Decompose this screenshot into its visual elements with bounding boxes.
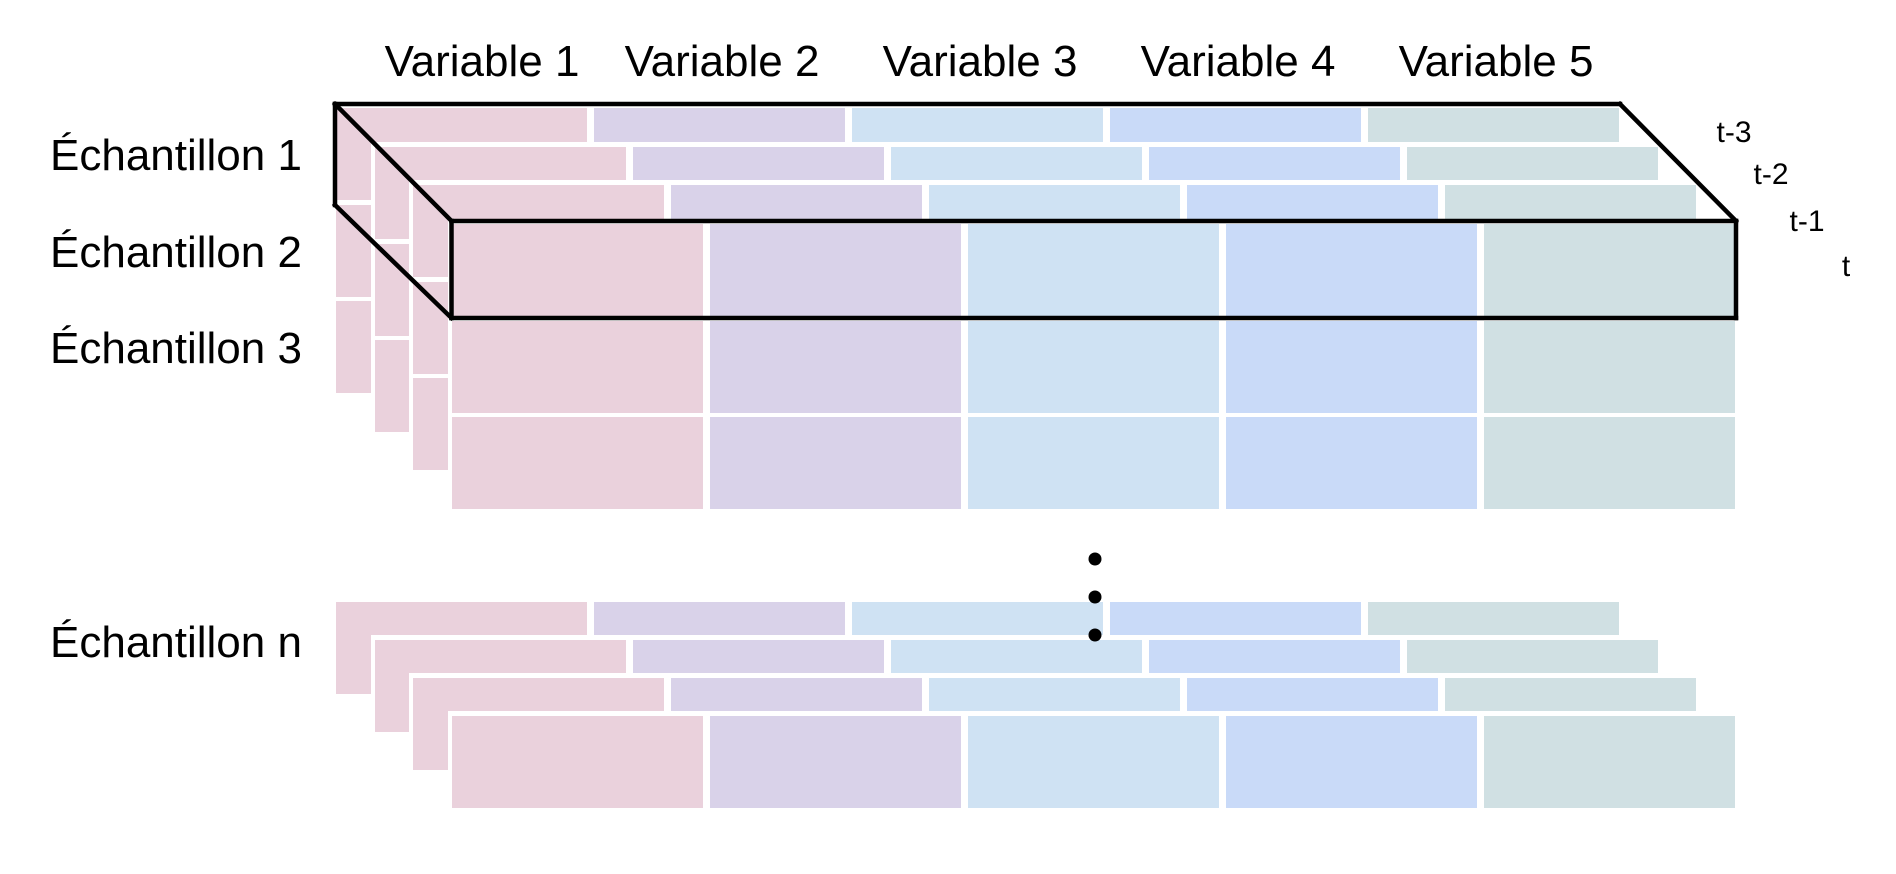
bottom-block-matrix-cell-var1 xyxy=(452,716,703,808)
top-block-matrix-cell-var1 xyxy=(452,320,703,413)
top-block-matrix-cell-var1 xyxy=(452,224,703,316)
bottom-block-matrix-cell-var5 xyxy=(1484,716,1735,808)
top-block-matrix-cell-var3 xyxy=(968,417,1219,509)
bottom-block-matrix-cell-var4 xyxy=(1226,716,1477,808)
sample-label-echantillon-n: Échantillon n xyxy=(50,618,302,667)
time-step-label-t: t xyxy=(1841,250,1851,283)
variable-label-4: Variable 4 xyxy=(1140,37,1336,86)
top-block-matrix-cell-var4 xyxy=(1226,224,1477,316)
variable-label-3: Variable 3 xyxy=(882,37,1078,86)
top-block-matrix-cell-var1 xyxy=(452,417,703,509)
time-step-label-t-2: t-2 xyxy=(1753,158,1789,191)
top-block-matrix-cell-var4 xyxy=(1226,320,1477,413)
bottom-block-matrix-cell-var3 xyxy=(968,716,1219,808)
time-step-label-t-1: t-1 xyxy=(1789,205,1825,238)
top-block-matrix-cell-var2 xyxy=(710,417,961,509)
variable-label-1: Variable 1 xyxy=(384,37,580,86)
top-block-matrix-cell-var3 xyxy=(968,224,1219,316)
top-block-matrix-cell-var5 xyxy=(1484,224,1735,316)
top-block-matrix-cell-var2 xyxy=(710,224,961,316)
sample-label-echantillon-1: Échantillon 1 xyxy=(50,131,302,180)
bottom-block-matrix-cell-var2 xyxy=(710,716,961,808)
top-block-matrix-cell-var2 xyxy=(710,320,961,413)
sample-label-echantillon-2: Échantillon 2 xyxy=(50,228,302,277)
sample-label-echantillon-3: Échantillon 3 xyxy=(50,324,302,373)
top-block-matrix-cell-var3 xyxy=(968,320,1219,413)
time-step-label-t-3: t-3 xyxy=(1716,116,1752,149)
ellipsis-dot xyxy=(1088,552,1102,566)
variable-label-2: Variable 2 xyxy=(624,37,820,86)
top-block-matrix-cell-var4 xyxy=(1226,417,1477,509)
variable-label-5: Variable 5 xyxy=(1398,37,1594,86)
top-block-matrix-cell-var5 xyxy=(1484,320,1735,413)
top-block-matrix-cell-var5 xyxy=(1484,417,1735,509)
